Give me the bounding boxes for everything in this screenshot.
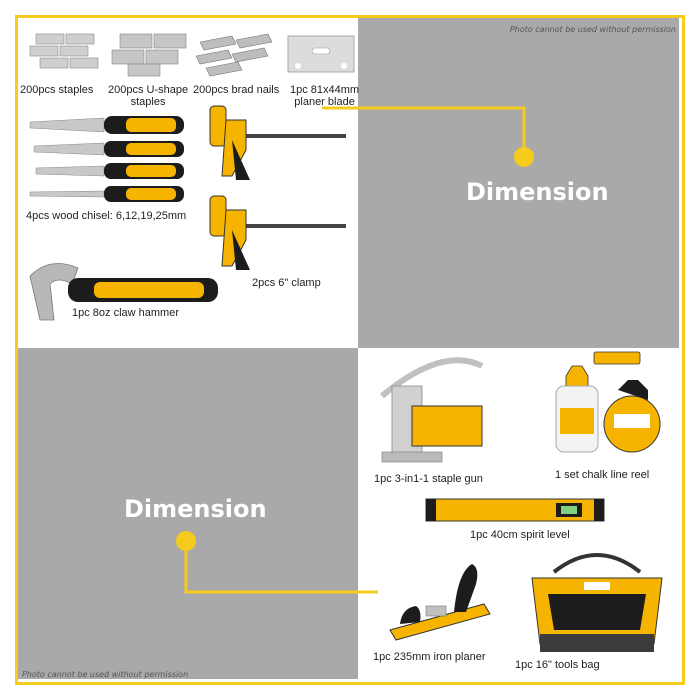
grey-panel-top-right: [358, 18, 679, 348]
dimension-label-bottom: Dimension: [124, 495, 267, 523]
planer-blade-label-line-1: 1pc 81x44mm: [290, 84, 360, 96]
planer-blade-image: [287, 35, 355, 73]
tools-bag-image: [531, 553, 663, 652]
watermark-top: Photo cannot be used without permission: [509, 25, 676, 34]
spirit-level-image: [425, 498, 605, 522]
planer-blade-label: 1pc 81x44mm planer blade: [290, 84, 359, 108]
u-staples-label-line-1: 200pcs U-shape: [108, 84, 189, 96]
watermark-bottom: Photo cannot be used without permission: [22, 670, 189, 679]
iron-planer-label: 1pc 235mm iron planer: [373, 651, 486, 663]
u-staples-label-line-2: staples: [130, 96, 166, 108]
tools-bag-label: 1pc 16" tools bag: [515, 659, 600, 671]
staples-image: [29, 33, 99, 69]
grey-panel-bottom-left: [18, 348, 358, 679]
planer-blade-label-line-2: planer blade: [294, 96, 355, 108]
wood-chisels-image: [29, 116, 184, 202]
chalk-line-image: [555, 351, 661, 453]
brad-nails-label: 200pcs brad nails: [193, 84, 280, 96]
brad-nails-image: [195, 33, 273, 77]
clamp-label: 2pcs 6" clamp: [252, 277, 321, 289]
chalk-line-label: 1 set chalk line reel: [555, 469, 650, 481]
wood-chisel-label: 4pcs wood chisel: 6,12,19,25mm: [26, 210, 187, 222]
dimension-label-top: Dimension: [466, 178, 609, 206]
claw-hammer-label: 1pc 8oz claw hammer: [72, 307, 179, 319]
staples-label: 200pcs staples: [20, 84, 94, 96]
u-staples-label: 200pcs U-shape staples: [108, 84, 188, 108]
clamps-image: [209, 105, 346, 270]
spirit-level-label: 1pc 40cm spirit level: [470, 529, 570, 541]
u-staples-image: [111, 33, 187, 77]
claw-hammer-image: [29, 263, 218, 321]
staple-gun-label: 1pc 3-in1-1 staple gun: [374, 473, 483, 485]
staple-gun-image: [380, 357, 484, 463]
yellow-frame: [15, 15, 685, 685]
iron-planer-image: [389, 564, 491, 641]
